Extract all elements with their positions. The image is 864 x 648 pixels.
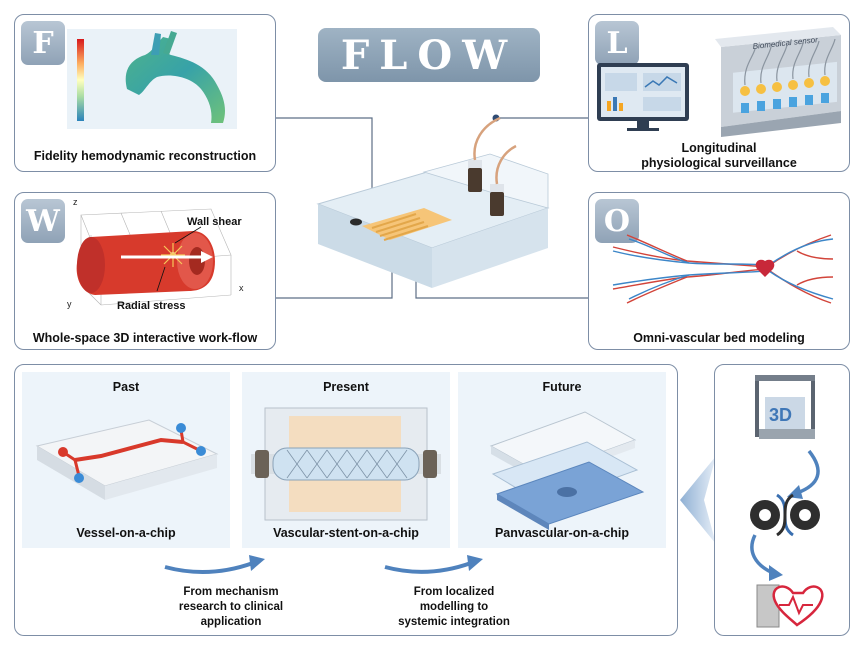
gears-dna-icon — [750, 493, 820, 537]
panel-f: F Fidelity hemodynamic reconstruction — [14, 14, 276, 172]
monitor-icon — [597, 63, 689, 131]
era-future-title: Future — [542, 380, 582, 394]
hemodynamic-vessel-image — [67, 29, 237, 129]
caption-l: Longitudinal physiological surveillance — [589, 141, 849, 171]
radial-stress-label: Radial stress — [117, 300, 185, 312]
era-future-label: Panvascular-on-a-chip — [494, 526, 630, 540]
workflow-panel: 3D — [714, 364, 850, 636]
printer-3d-icon: 3D — [755, 375, 815, 439]
transition-arrows — [164, 555, 483, 574]
vessel-on-chip-image — [35, 419, 219, 500]
heart-stent-icon — [756, 584, 824, 628]
timeline-panel: Past Vessel-on-a-chip Present — [14, 364, 678, 636]
era-present: Present Vascular-stent-on-a-chip — [242, 372, 450, 548]
panel-o: O Omni-vascular bed modeling — [588, 192, 850, 350]
transition-2-line1: From localized — [413, 586, 495, 598]
biomedical-sensor-device: Biomedical sensor — [715, 27, 841, 137]
caption-l-line1: Longitudinal — [681, 141, 757, 155]
wall-shear-label: Wall shear — [187, 216, 242, 228]
central-chip — [316, 116, 550, 288]
workflow-arrows — [750, 449, 820, 581]
transition-2-text: From localized modelling to systemic int… — [379, 585, 529, 630]
big-left-arrow — [680, 456, 716, 544]
caption-o: Omni-vascular bed modeling — [633, 331, 805, 345]
axis-x-label: x — [239, 283, 244, 293]
era-past-title: Past — [112, 380, 140, 394]
panvascular-chip-image — [489, 411, 645, 530]
era-future: Future Panvascular-on-a-chip — [458, 372, 666, 548]
transition-2-line3: systemic integration — [398, 616, 510, 628]
printer-3d-label: 3D — [769, 405, 792, 425]
transition-1-line3: application — [200, 616, 262, 628]
axis-z-label: z — [73, 197, 78, 207]
caption-w: Whole-space 3D interactive work-flow — [32, 331, 258, 345]
badge-f: F — [21, 21, 65, 65]
transition-1-text: From mechanism research to clinical appl… — [161, 585, 301, 630]
panel-w: W z y x Wall shear Radial stress Whole-s… — [14, 192, 276, 350]
wall-shear-3d-plot: z y x Wall shear Radial stress — [67, 197, 244, 312]
caption-l-line2: physiological surveillance — [641, 156, 797, 170]
caption-f: Fidelity hemodynamic reconstruction — [33, 149, 257, 163]
era-present-label: Vascular-stent-on-a-chip — [273, 526, 419, 540]
stent-on-chip-image — [251, 407, 441, 521]
badge-l: L — [595, 21, 639, 65]
axis-y-label: y — [67, 299, 72, 309]
transition-1-line2: research to clinical — [178, 601, 284, 613]
era-present-title: Present — [323, 380, 369, 394]
era-past: Past Vessel-on-a-chip — [22, 372, 230, 548]
era-past-label: Vessel-on-a-chip — [76, 526, 176, 540]
panel-l: L Biomedical sensor — [588, 14, 850, 172]
transition-1-line1: From mechanism — [183, 586, 279, 598]
vascular-tree-image — [612, 234, 834, 304]
flow-title: FLOW — [318, 28, 540, 82]
transition-2-line2: modelling to — [419, 601, 489, 613]
badge-o: O — [595, 199, 639, 243]
badge-w: W — [21, 199, 65, 243]
